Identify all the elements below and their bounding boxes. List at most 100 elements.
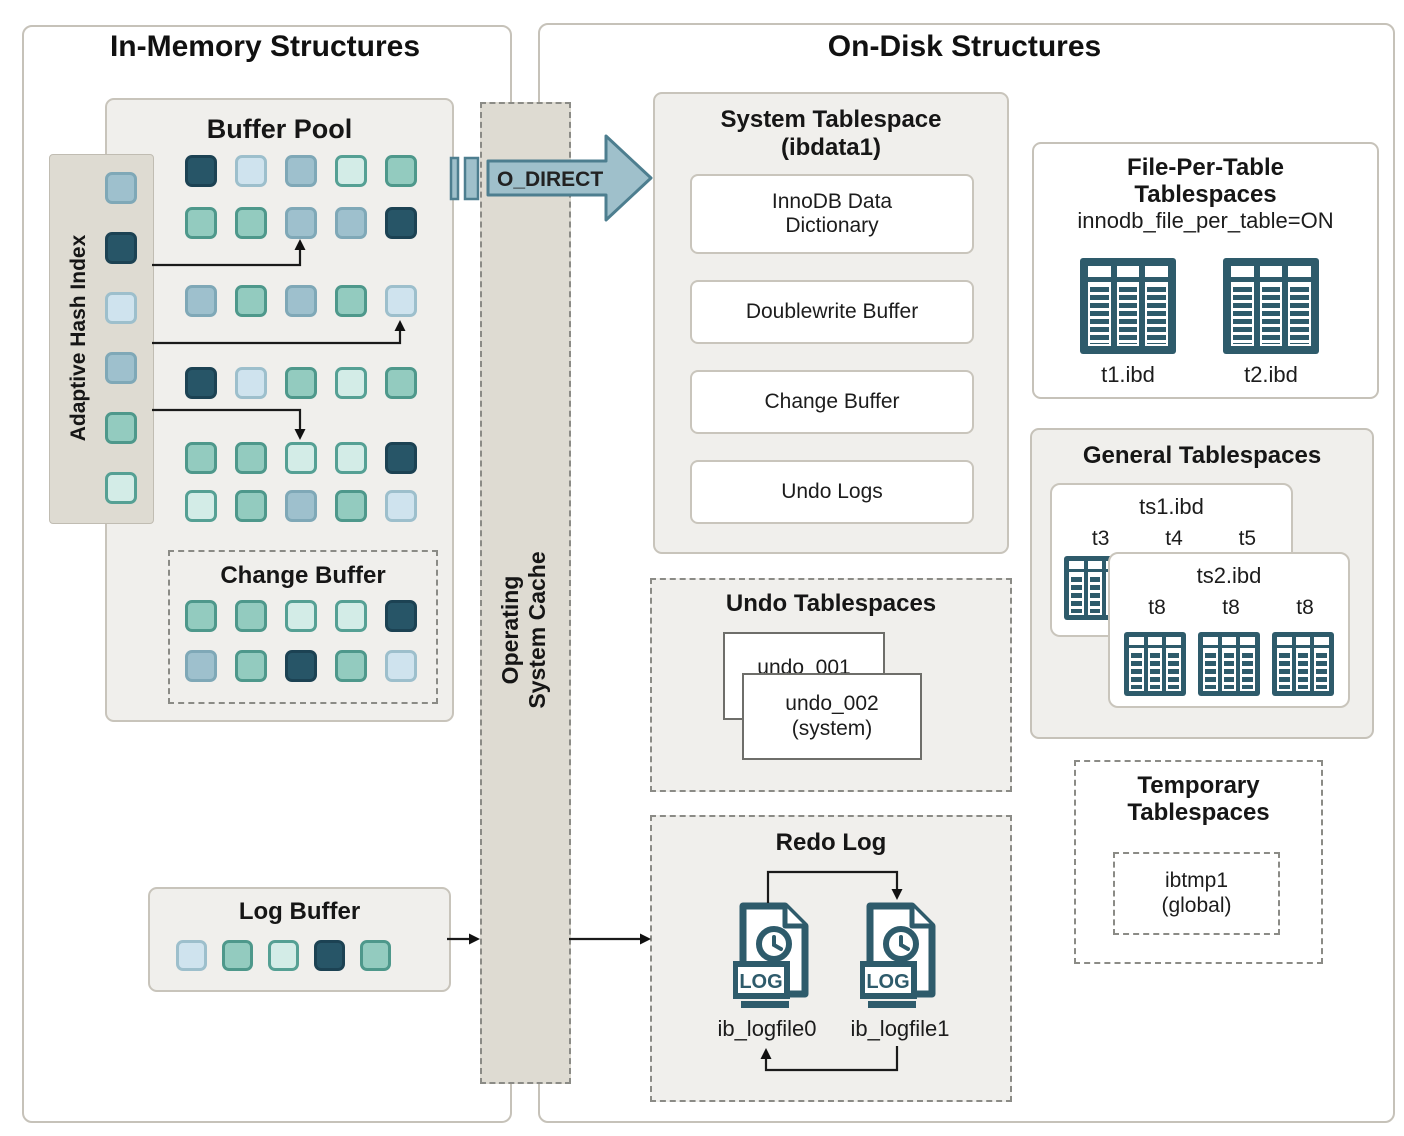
table-icon-t1 — [1080, 258, 1176, 354]
redo-log-title: Redo Log — [775, 829, 887, 856]
page-square-dark — [314, 940, 345, 971]
system-tablespace-title: System Tablespace (ibdata1) — [720, 106, 942, 161]
adaptive-hash-index-label: Adaptive Hash Index — [67, 234, 90, 442]
innodb-data-dictionary-box: InnoDB Data Dictionary — [690, 174, 974, 254]
ib-logfile0-label: ib_logfile0 — [717, 1016, 817, 1041]
page-square-lightcyan — [335, 442, 367, 474]
system-tablespace-box: System Tablespace (ibdata1) InnoDB Data … — [653, 92, 1009, 554]
page-square-bluegray — [285, 155, 317, 187]
page-square-bluegray — [285, 285, 317, 317]
t1-ibd-label: t1.ibd — [1101, 362, 1155, 387]
buffer-pool-row — [185, 207, 417, 239]
log-buffer-title: Log Buffer — [238, 898, 361, 925]
svg-text:LOG: LOG — [866, 971, 909, 993]
page-square-dark — [385, 442, 417, 474]
page-square-teal — [185, 600, 217, 632]
change-buffer-box: Change Buffer — [168, 550, 438, 704]
temporary-tablespaces-box: Temporary Tablespaces ibtmp1 (global) — [1074, 760, 1323, 964]
t2-ibd-label: t2.ibd — [1244, 362, 1298, 387]
page-square-teal — [235, 490, 267, 522]
page-square-lightblue — [235, 155, 267, 187]
page-square-lightcyan — [285, 600, 317, 632]
doublewrite-buffer-box: Doublewrite Buffer — [690, 280, 974, 344]
page-square-teal — [335, 490, 367, 522]
page-square-teal — [285, 367, 317, 399]
page-square-teal — [385, 155, 417, 187]
buffer-pool-row — [185, 442, 417, 474]
change-buffer-row — [185, 600, 417, 632]
os-cache-label: Operating System Cache — [497, 551, 550, 709]
temporary-tablespaces-title: Temporary Tablespaces — [1127, 772, 1270, 826]
page-square-teal — [335, 650, 367, 682]
file-per-table-setting: innodb_file_per_table=ON — [1077, 208, 1334, 233]
page-square-teal — [335, 285, 367, 317]
ibtmp1-box: ibtmp1 (global) — [1113, 852, 1280, 935]
page-square-lightcyan — [285, 442, 317, 474]
page-square-lightblue — [105, 292, 137, 324]
page-square-lightblue — [385, 285, 417, 317]
page-square-lightblue — [176, 940, 207, 971]
table-icon-t8-1 — [1124, 632, 1186, 696]
page-square-dark — [285, 650, 317, 682]
page-square-dark — [185, 155, 217, 187]
page-square-teal — [235, 650, 267, 682]
redo-log-box: Redo Log — [650, 815, 1012, 1102]
page-square-lightcyan — [268, 940, 299, 971]
log-file-icon-1: LOG — [860, 902, 936, 1008]
page-square-dark — [385, 600, 417, 632]
undo-tablespaces-title: Undo Tablespaces — [725, 590, 937, 617]
page-square-lightcyan — [335, 367, 367, 399]
log-file-icon-0: LOG — [733, 902, 809, 1008]
adaptive-hash-index-column — [105, 172, 137, 504]
page-square-lightblue — [235, 367, 267, 399]
buffer-pool-row — [185, 155, 417, 187]
page-square-teal — [235, 600, 267, 632]
table-icon-t2 — [1223, 258, 1319, 354]
page-square-bluegray — [285, 207, 317, 239]
page-square-dark — [385, 207, 417, 239]
log-buffer-box: Log Buffer — [148, 887, 451, 992]
page-square-teal — [185, 207, 217, 239]
page-square-lightblue — [385, 490, 417, 522]
ts2-card: ts2.ibd t8 t8 t8 — [1108, 552, 1350, 708]
table-icon-t8-3 — [1272, 632, 1334, 696]
general-tablespaces-title: General Tablespaces — [1082, 442, 1322, 469]
page-square-bluegray — [335, 207, 367, 239]
page-square-teal — [235, 285, 267, 317]
buffer-pool-title: Buffer Pool — [206, 114, 353, 144]
page-square-lightcyan — [335, 155, 367, 187]
page-square-lightblue — [385, 650, 417, 682]
buffer-pool-row — [185, 285, 417, 317]
change-buffer-row — [185, 650, 417, 682]
undo-logs-box: Undo Logs — [690, 460, 974, 524]
ts2-label: ts2.ibd — [1196, 563, 1262, 588]
on-disk-title: On-Disk Structures — [827, 30, 1102, 63]
change-buffer-title: Change Buffer — [220, 562, 386, 589]
in-memory-title: In-Memory Structures — [109, 30, 421, 63]
change-buffer-disk-box: Change Buffer — [690, 370, 974, 434]
page-square-lightcyan — [335, 600, 367, 632]
page-square-bluegray — [285, 490, 317, 522]
page-square-teal — [222, 940, 253, 971]
page-square-teal — [360, 940, 391, 971]
page-square-bluegray — [185, 650, 217, 682]
page-square-dark — [185, 367, 217, 399]
svg-text:LOG: LOG — [739, 971, 782, 993]
buffer-pool-row — [185, 367, 417, 399]
page-square-teal — [235, 442, 267, 474]
ts1-label: ts1.ibd — [1139, 494, 1204, 519]
ib-logfile1-label: ib_logfile1 — [850, 1016, 950, 1041]
page-square-dark — [105, 232, 137, 264]
page-square-lightcyan — [185, 490, 217, 522]
page-square-bluegray — [105, 352, 137, 384]
adaptive-hash-index-box — [49, 154, 154, 524]
ts1-table-labels: t3 t4 t5 — [1091, 527, 1257, 550]
buffer-pool-row — [185, 490, 417, 522]
page-square-teal — [185, 442, 217, 474]
undo-002-card: undo_002 (system) — [742, 673, 922, 760]
table-icon-t8-2 — [1198, 632, 1260, 696]
page-square-teal — [235, 207, 267, 239]
ts2-table-labels: t8 t8 t8 — [1148, 596, 1314, 619]
log-buffer-row — [176, 940, 391, 971]
